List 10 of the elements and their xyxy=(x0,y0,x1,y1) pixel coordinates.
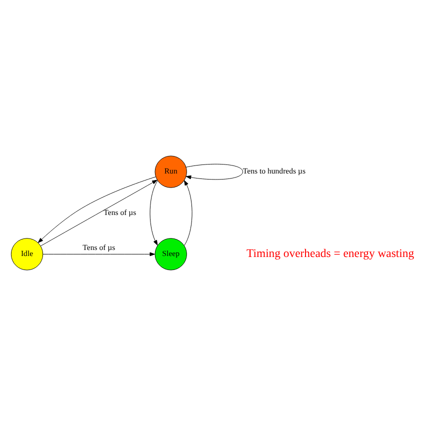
edge-label: Tens of µs xyxy=(82,242,116,252)
arrow xyxy=(150,180,158,245)
arrow xyxy=(186,163,244,180)
edge-label: Tens of µs xyxy=(104,207,136,216)
label: Timing overheads = energy wasting xyxy=(246,246,414,260)
node-circle: Run xyxy=(154,155,187,188)
arrow xyxy=(184,180,192,246)
arrow xyxy=(42,252,156,256)
node-circle: Sleep xyxy=(154,238,187,270)
edge-label: Tens to hundreds µs xyxy=(242,166,306,176)
